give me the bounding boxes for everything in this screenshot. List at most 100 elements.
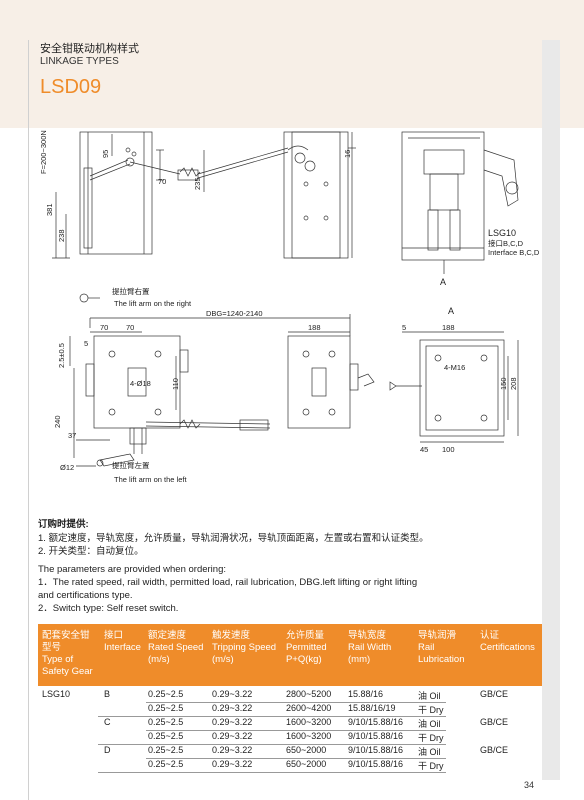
technical-drawings: F=200~300N 95 70 235 16 381 238 LSG10 接口… [39, 130, 540, 484]
cell-certification: GB/CE [480, 745, 509, 755]
row-divider [146, 772, 446, 773]
table-row: C 0.25~2.5 0.29~3.22 1600~3200 9/10/15.88/16… [38, 716, 542, 730]
drawing-plan-right [230, 314, 375, 429]
label-left-en: The lift arm on the left [114, 475, 187, 484]
cell-interface: D [104, 745, 111, 755]
order-item-en-1b: and certifications type. [38, 590, 133, 601]
cell-rated-speed: 0.25~2.5 [148, 745, 184, 755]
cell-permitted: 650~2000 [286, 745, 327, 755]
label-a-bottom: A [448, 306, 454, 316]
label-150: 150 [499, 377, 508, 390]
cell-interface: C [104, 717, 111, 727]
cell-permitted: 2800~5200 [286, 689, 332, 699]
row-divider [146, 744, 446, 745]
label-208: 208 [509, 377, 518, 390]
label-188-a: 188 [308, 323, 321, 332]
cell-lubrication: 干 Dry [418, 733, 444, 743]
cell-permitted: 1600~3200 [286, 731, 332, 741]
label-left-cn: 提拉臂左置 [112, 460, 150, 470]
label-dbg: DBG=1240-2140 [206, 309, 263, 318]
cell-rail-width: 9/10/15.88/16 [348, 745, 404, 755]
table-row: D 0.25~2.5 0.29~3.22 650~2000 9/10/15.88/16 油… [38, 744, 542, 758]
page-number: 34 [524, 780, 535, 790]
cell-tripping-speed: 0.29~3.22 [212, 717, 253, 727]
group-divider [98, 716, 146, 717]
order-item-en-1: 1．The rated speed, rail width, permitted… [38, 577, 418, 588]
label-37: 37 [68, 431, 76, 440]
label-110: 110 [171, 378, 180, 390]
cell-rated-speed: 0.25~2.5 [148, 731, 184, 741]
label-5-b: 5 [84, 339, 88, 348]
cell-tripping-speed: 0.29~3.22 [212, 759, 253, 769]
table-row: 0.25~2.5 0.29~3.22 650~2000 9/10/15.88/16 干 … [38, 758, 542, 772]
cell-tripping-speed: 0.29~3.22 [212, 689, 253, 699]
cell-rail-width: 9/10/15.88/16 [348, 759, 404, 769]
cell-lubrication: 油 Oil [418, 691, 441, 701]
cell-rated-speed: 0.25~2.5 [148, 717, 184, 727]
cell-rated-speed: 0.25~2.5 [148, 703, 184, 713]
model-title: LSD09 [40, 76, 102, 98]
row-divider [146, 758, 446, 759]
side-bar [542, 40, 560, 780]
label-381: 381 [45, 203, 54, 216]
cell-rated-speed: 0.25~2.5 [148, 759, 184, 769]
label-m16: 4-M16 [444, 363, 465, 372]
label-70-b: 70 [126, 323, 134, 332]
label-interface-cn: 接口B,C,D [488, 238, 524, 248]
drawing-view-a [389, 331, 519, 443]
order-item-en-2: 2．Switch type: Self reset switch. [38, 603, 179, 614]
label-100: 100 [442, 445, 455, 454]
cell-certification: GB/CE [480, 689, 509, 699]
cell-type: LSG10 [42, 689, 71, 699]
margin-line [28, 40, 29, 800]
order-item-cn-2: 2. 开关类型：自动复位。 [38, 546, 144, 557]
order-title-cn: 订购时提供: [38, 519, 89, 530]
drawing-plan-left [69, 293, 271, 467]
cell-lubrication: 干 Dry [418, 705, 444, 715]
label-force: F=200~300N [39, 130, 48, 174]
order-intro-en: The parameters are provided when orderin… [38, 564, 226, 575]
cell-rail-width: 15.88/16/19 [348, 703, 396, 713]
cell-permitted: 650~2000 [286, 759, 327, 769]
title-cn: 安全钳联动机构样式 [40, 43, 139, 55]
cell-lubrication: 油 Oil [418, 747, 441, 757]
label-16: 16 [343, 150, 352, 158]
label-240: 240 [53, 415, 62, 428]
cell-tripping-speed: 0.29~3.22 [212, 731, 253, 741]
cell-rail-width: 9/10/15.88/16 [348, 717, 404, 727]
label-interface-en: Interface B,C,D [488, 248, 540, 257]
cell-permitted: 2600~4200 [286, 703, 332, 713]
group-divider [98, 772, 146, 773]
cell-rail-width: 9/10/15.88/16 [348, 731, 404, 741]
label-right-en: The lift arm on the right [114, 299, 192, 308]
label-45: 45 [420, 445, 428, 454]
label-phi12: Ø12 [60, 463, 74, 472]
cell-rail-width: 15.88/16 [348, 689, 384, 699]
drawing-right-side-view [283, 131, 356, 259]
group-divider [98, 744, 146, 745]
label-holes-18: 4-Ø18 [130, 379, 151, 388]
label-a-top: A [440, 277, 446, 287]
label-70-a: 70 [100, 323, 108, 332]
label-238: 238 [57, 229, 66, 242]
cell-lubrication: 油 Oil [418, 719, 441, 729]
cell-lubrication: 干 Dry [418, 761, 444, 771]
label-2-5: 2.5±0.5 [57, 343, 66, 368]
row-divider [146, 730, 446, 731]
cell-permitted: 1600~3200 [286, 717, 332, 727]
order-item-cn-1: 1. 额定速度，导轨宽度，允许质量，导轨润滑状况，导轨顶面距离，左置或右置和认证… [38, 533, 429, 544]
cell-interface: B [104, 689, 111, 699]
cell-tripping-speed: 0.29~3.22 [212, 745, 253, 755]
drawing-front-view [401, 131, 519, 274]
header-band [0, 0, 584, 128]
